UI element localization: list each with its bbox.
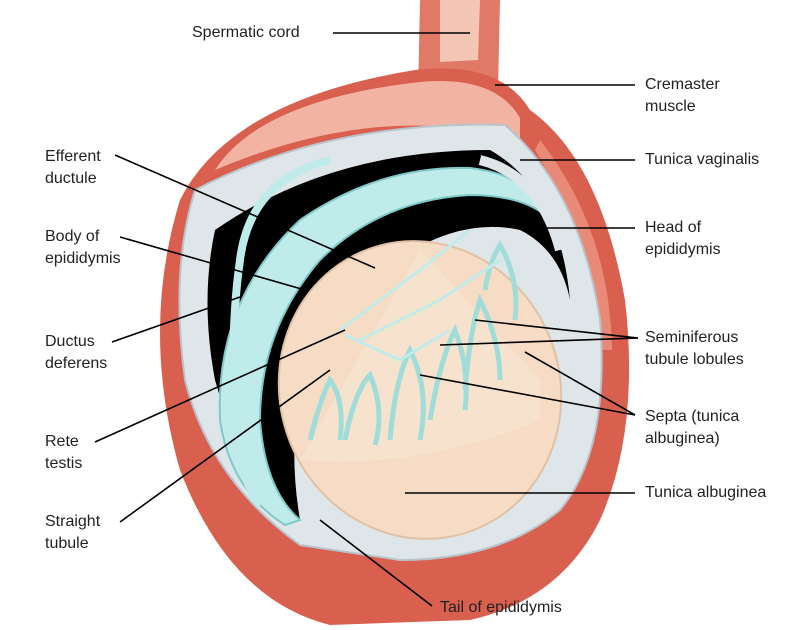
label-spermatic-cord: Spermatic cord	[192, 24, 300, 41]
seminiferous-tubules	[307, 240, 519, 446]
ductus-deferens	[229, 156, 331, 508]
label-tunica-albuginea: Tunica albuginea	[645, 484, 767, 501]
label-tail-of-epididymis: Tail of epididymis	[440, 599, 562, 616]
rete-testis-network	[339, 228, 501, 362]
label-tunica-vaginalis: Tunica vaginalis	[645, 151, 760, 168]
leader-lines	[94, 32, 639, 607]
epididymis-body	[218, 166, 548, 527]
